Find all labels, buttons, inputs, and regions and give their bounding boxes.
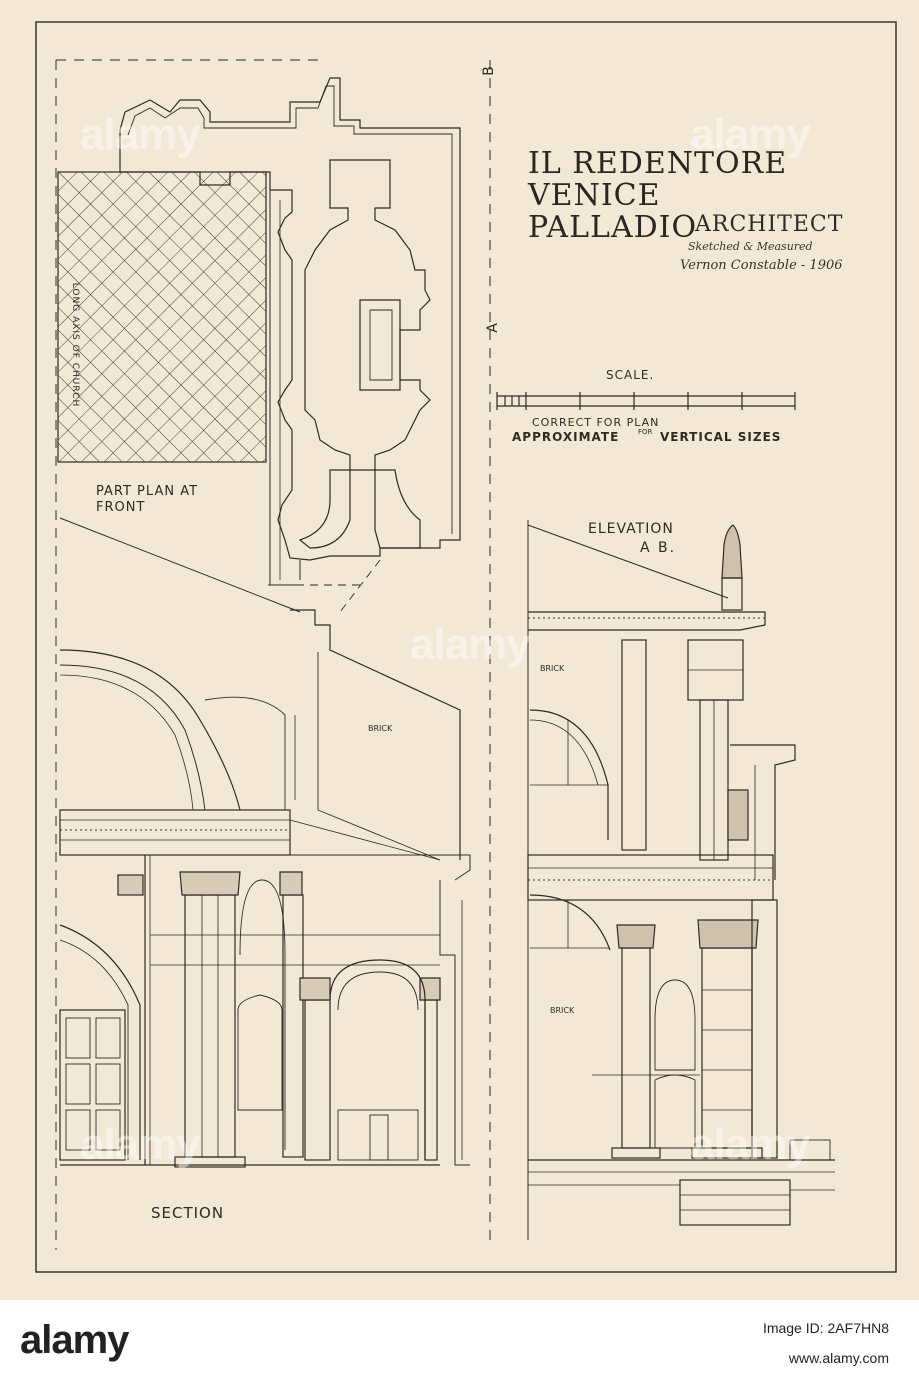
watermark: alamy — [690, 1120, 811, 1169]
footer-logo[interactable]: alamy — [20, 1318, 129, 1362]
elevation-upper-pilaster — [621, 639, 647, 851]
section-column-2 — [282, 894, 304, 1158]
scale-note-2b: FOR — [638, 428, 653, 436]
brick-label-elevation-bottom: BRICK — [550, 1006, 575, 1015]
elevation-drawing — [527, 520, 835, 1240]
title-line-1: IL REDENTORE — [528, 146, 788, 181]
footer-image-id: Image ID: 2AF7HN8 — [762, 1320, 889, 1336]
plan-hatched-area — [57, 171, 267, 463]
watermark: alamy — [80, 110, 201, 159]
watermark: alamy — [80, 1120, 201, 1169]
scale-note-2c: VERTICAL SIZES — [660, 430, 782, 444]
title-line-3b: ARCHITECT — [695, 212, 844, 237]
plan-marker-b: B — [480, 66, 497, 76]
section-entablature — [59, 809, 291, 856]
elevation-steps — [679, 1179, 791, 1226]
elevation-column-right — [701, 947, 753, 1149]
footer-bar: alamy Image ID: 2AF7HN8 www.alamy.com — [0, 1300, 919, 1390]
plan-chapel-1 — [304, 159, 431, 471]
brick-label-elevation-top: BRICK — [540, 664, 565, 673]
sheet-border — [35, 21, 897, 1273]
section-drawing — [59, 517, 471, 1168]
section-column-1 — [184, 894, 236, 1158]
signature-line-2: Vernon Constable - 1906 — [680, 258, 843, 273]
watermark: alamy — [690, 110, 811, 159]
scale-note-2a: APPROXIMATE — [512, 430, 620, 444]
section-column-3 — [304, 999, 331, 1161]
brick-label-section: BRICK — [368, 724, 393, 733]
section-right-arch — [329, 959, 426, 1160]
footer-url[interactable]: www.alamy.com — [788, 1350, 889, 1366]
plan-marker-a: A — [484, 323, 501, 333]
title-line-2: VENICE — [528, 178, 661, 213]
elevation-mid-cornice — [527, 854, 774, 901]
elevation-label-line-2: A B. — [640, 540, 677, 556]
section-label: SECTION — [151, 1204, 225, 1222]
section-door-arch — [59, 924, 141, 1160]
plan-label-line-2: FRONT — [96, 500, 146, 515]
section-dome — [59, 649, 241, 811]
section-window-arch — [239, 879, 286, 1150]
elevation-upper-arch — [529, 709, 609, 840]
plan-axis-text: LONG AXIS OF CHURCH — [70, 282, 80, 408]
drawing-sheet: IL REDENTORE VENICE PALLADIO ARCHITECT S… — [0, 0, 919, 1300]
elevation-column-left — [621, 947, 651, 1149]
architectural-drawing — [35, 21, 897, 1273]
title-line-3a: PALLADIO — [528, 210, 698, 245]
plan-label-line-1: PART PLAN AT — [96, 484, 199, 499]
scale-label: SCALE. — [606, 368, 655, 382]
elevation-niche — [654, 979, 696, 1071]
scale-bar — [496, 392, 796, 410]
plan-altar — [359, 299, 401, 391]
signature-line-1: Sketched & Measured — [688, 240, 813, 253]
scale-note-1: CORRECT FOR PLAN — [532, 416, 660, 429]
plan-apse — [298, 469, 351, 549]
watermark: alamy — [410, 620, 531, 669]
section-column-4 — [424, 999, 438, 1161]
part-plan — [57, 77, 461, 613]
elevation-lower-arch — [529, 894, 611, 951]
elevation-label-line-1: ELEVATION — [588, 521, 674, 537]
elevation-statue-top — [721, 524, 743, 579]
section-door — [59, 1009, 126, 1161]
plan-wall-outline — [119, 77, 461, 561]
